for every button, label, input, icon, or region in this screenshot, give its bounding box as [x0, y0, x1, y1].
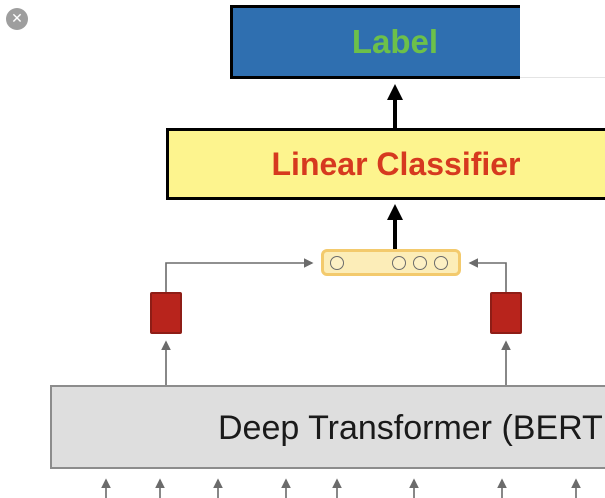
right-token-box [490, 292, 522, 334]
transformer-box [50, 385, 605, 469]
linear-classifier-text: Linear Classifier [271, 145, 521, 182]
linear-classifier-box [166, 128, 605, 200]
vector-dot [392, 256, 406, 270]
transformer-text: Deep Transformer (BERT [218, 409, 603, 447]
left-token-box [150, 292, 182, 334]
vector-dot [330, 256, 344, 270]
label-text: Label [351, 23, 439, 60]
arrow-right-token-to-vector [468, 258, 507, 292]
input-arrows [101, 478, 581, 498]
label-box [230, 5, 520, 79]
embedding-vector [321, 249, 461, 276]
arrow-left-token-to-vector [165, 258, 314, 292]
label-box-overlay [520, 5, 605, 78]
vector-dot [434, 256, 448, 270]
vector-dot [413, 256, 427, 270]
close-icon[interactable]: ✕ [6, 8, 28, 30]
